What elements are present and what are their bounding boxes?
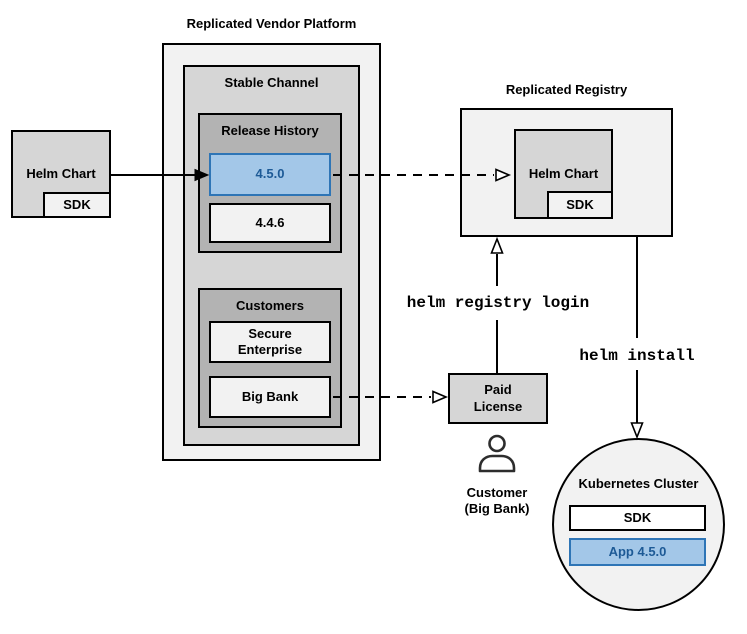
command-registry-login: helm registry login (406, 294, 590, 312)
customers-label: Customers (236, 298, 304, 313)
command-helm-install: helm install (579, 347, 695, 365)
customer-secure-enterprise-box: Secure Enterprise (209, 321, 331, 363)
release-450-label: 4.5.0 (255, 166, 285, 182)
kubernetes-cluster-label: Kubernetes Cluster (578, 476, 699, 491)
release-history-label: Release History (221, 123, 319, 138)
registry-sdk-box: SDK (547, 191, 613, 219)
person-icon (478, 434, 516, 473)
customer-secure-enterprise-label: Secure Enterprise (237, 325, 303, 357)
registry-title: Replicated Registry (505, 82, 628, 97)
vendor-helm-chart-label: Helm Chart (26, 165, 96, 181)
vendor-sdk-box: SDK (43, 192, 111, 218)
customer-big-bank-box: Big Bank (209, 376, 331, 418)
cluster-app-box: App 4.5.0 (569, 538, 706, 566)
customer-caption: Customer (Big Bank) (437, 485, 557, 518)
arrow-registry-to-cluster (630, 237, 644, 440)
customer-name: Customer (466, 485, 528, 500)
cluster-sdk-label: SDK (623, 509, 652, 525)
customer-detail: (Big Bank) (464, 501, 530, 517)
stable-channel-label: Stable Channel (224, 75, 319, 90)
customer-big-bank-label: Big Bank (241, 388, 299, 404)
platform-title: Replicated Vendor Platform (186, 16, 357, 31)
registry-helm-chart-label: Helm Chart (528, 165, 599, 181)
cluster-sdk-box: SDK (569, 505, 706, 531)
release-446-box: 4.4.6 (209, 203, 331, 243)
vendor-sdk-label: SDK (63, 196, 91, 212)
paid-license-label: Paid License (473, 382, 523, 414)
paid-license-box: Paid License (448, 373, 548, 424)
cluster-app-label: App 4.5.0 (608, 543, 667, 559)
release-450-box: 4.5.0 (209, 153, 331, 196)
registry-sdk-label: SDK (566, 196, 594, 212)
release-446-label: 4.4.6 (255, 214, 285, 230)
